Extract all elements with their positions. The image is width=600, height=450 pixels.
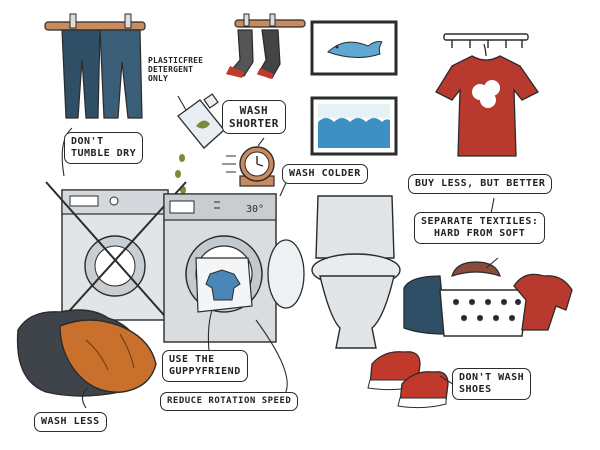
laundry-basket-icon — [403, 261, 573, 337]
wash-shorter-line-2: SHORTER — [229, 117, 279, 131]
red-tshirt-icon — [435, 43, 539, 157]
plastic-free-line-2: DETERGENT — [148, 65, 194, 75]
buy-less-bubble: BUY LESS, BUT BETTER — [408, 174, 553, 194]
jeans-on-line-icon — [44, 13, 146, 119]
guppyfriend-bubble: USE THE GUPPYFRIEND — [162, 350, 248, 382]
separate-textiles-line-2: HARD FROM SOFT — [434, 228, 526, 239]
wash-shorter-bubble: WASH SHORTER — [222, 100, 286, 135]
plastic-free-line-3: ONLY — [148, 74, 169, 84]
crossed-washer-icon — [45, 181, 187, 341]
guppyfriend-line-2: GUPPYFRIEND — [169, 366, 241, 377]
dont-wash-shoes-line-1: DON'T WASH — [459, 372, 525, 383]
coat-rack-icon — [443, 33, 529, 48]
separate-textiles-line-1: SEPARATE TEXTILES: — [421, 216, 539, 227]
waves-picture-icon — [310, 96, 398, 156]
guppyfriend-line-1: USE THE — [169, 354, 215, 365]
clothes-pile-icon — [16, 309, 157, 397]
separate-textiles-bubble: SEPARATE TEXTILES: HARD FROM SOFT — [414, 212, 546, 244]
plastic-free-line-1: PLASTICFREE — [148, 56, 204, 65]
reduce-rotation-bubble: REDUCE ROTATION SPEED — [160, 392, 299, 411]
guppyfriend-bag-icon — [195, 257, 253, 313]
wash-colder-bubble: WASH COLDER — [282, 164, 368, 184]
plastic-free-detergent-label: PLASTICFREE DETERGENT ONLY — [148, 56, 203, 84]
wash-shorter-line-1: WASH — [239, 104, 269, 117]
wash-less-bubble: WASH LESS — [34, 412, 107, 432]
machine-display: 30° — [246, 204, 264, 215]
dont-tumble-dry-line-1: DON'T — [71, 136, 104, 147]
sneakers-icon — [367, 351, 449, 409]
dont-wash-shoes-line-2: SHOES — [459, 384, 492, 395]
whale-picture-icon — [310, 20, 398, 76]
dont-wash-shoes-bubble: DON'T WASH SHOES — [452, 368, 532, 400]
socks-on-hanger-icon — [226, 13, 306, 79]
dont-tumble-dry-bubble: DON'T TUMBLE DRY — [64, 132, 144, 164]
toilet-icon — [311, 195, 401, 349]
detergent-bottle-icon — [175, 93, 225, 194]
timer-clock-icon — [222, 146, 275, 187]
dont-tumble-dry-line-2: TUMBLE DRY — [71, 148, 137, 159]
